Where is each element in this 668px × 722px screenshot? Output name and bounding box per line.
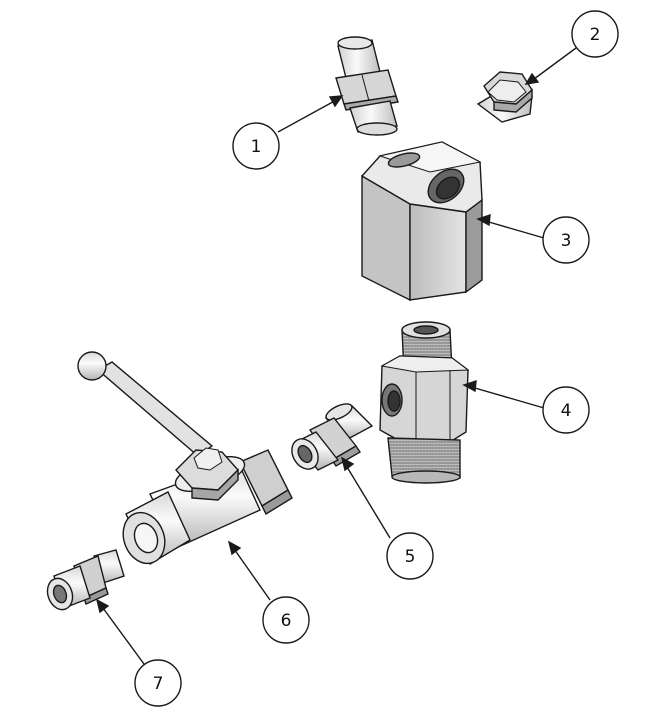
callout-5-label: 5 xyxy=(405,547,416,567)
callout-6-label: 6 xyxy=(281,611,292,631)
callout-3: 3 xyxy=(542,216,590,264)
leader-lines xyxy=(95,47,577,665)
part-1-hex-nipple xyxy=(335,36,399,136)
part-3-hex-block xyxy=(360,141,483,302)
callout-4: 4 xyxy=(542,386,590,434)
callout-4-label: 4 xyxy=(561,401,572,421)
callout-5: 5 xyxy=(386,532,434,580)
callout-1: 1 xyxy=(232,122,280,170)
callout-1-label: 1 xyxy=(251,137,262,157)
callout-7-label: 7 xyxy=(153,674,164,694)
part-7-hex-nipple xyxy=(46,549,125,611)
callout-2: 2 xyxy=(571,10,619,58)
part-2-plug xyxy=(476,71,533,123)
callout-2-label: 2 xyxy=(590,25,601,45)
part-4-threaded-body xyxy=(379,321,470,484)
callout-6: 6 xyxy=(262,596,310,644)
part-5-hex-nipple xyxy=(291,403,374,471)
part-6-ball-valve xyxy=(77,351,293,565)
callout-7: 7 xyxy=(134,659,182,707)
callout-3-label: 3 xyxy=(561,231,572,251)
